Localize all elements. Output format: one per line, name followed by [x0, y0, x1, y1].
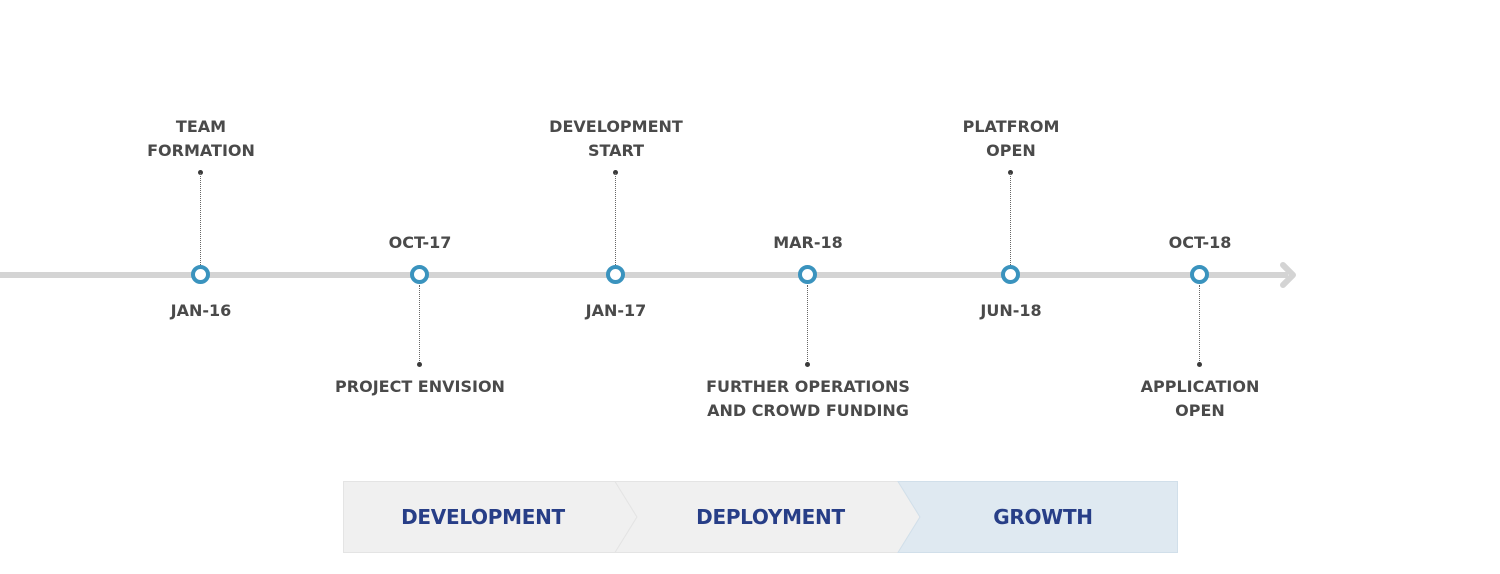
event-label: PROJECT ENVISION — [335, 377, 505, 396]
event-date: MAR-18 — [773, 233, 843, 252]
connector-line — [419, 285, 420, 365]
connector-line — [200, 173, 201, 265]
timeline-node — [1190, 265, 1209, 284]
event-date: OCT-18 — [1168, 233, 1232, 252]
phase-chevron-growth — [897, 481, 1178, 553]
event-label: TEAM FORMATION — [147, 117, 255, 160]
connector-line — [615, 173, 616, 265]
connector-line — [807, 285, 808, 365]
timeline-node — [798, 265, 817, 284]
event-date: JAN-16 — [170, 301, 232, 320]
connector-dot — [613, 170, 618, 175]
timeline-axis — [0, 272, 1288, 278]
event-date: OCT-17 — [388, 233, 452, 252]
connector-line — [1010, 173, 1011, 265]
event-date: JAN-17 — [585, 301, 647, 320]
connector-dot — [1008, 170, 1013, 175]
connector-line — [1199, 285, 1200, 365]
phase-label-growth: GROWTH — [993, 505, 1093, 529]
timeline-node — [191, 265, 210, 284]
phase-label-development: DEVELOPMENT — [401, 505, 565, 529]
connector-dot — [805, 362, 810, 367]
phase-chevrons — [343, 481, 1178, 553]
timeline-node — [410, 265, 429, 284]
event-label: APPLICATION OPEN — [1140, 377, 1260, 420]
connector-dot — [198, 170, 203, 175]
event-date: JUN-18 — [980, 301, 1042, 320]
timeline-node — [1001, 265, 1020, 284]
connector-dot — [1197, 362, 1202, 367]
phase-label-deployment: DEPLOYMENT — [696, 505, 845, 529]
event-label: DEVELOPMENT START — [549, 117, 683, 160]
event-label: FURTHER OPERATIONS AND CROWD FUNDING — [706, 377, 910, 420]
event-label: PLATFROM OPEN — [962, 117, 1060, 160]
timeline-node — [606, 265, 625, 284]
phase-bar: DEVELOPMENT DEPLOYMENT GROWTH — [343, 481, 1178, 553]
arrow-head-icon — [1280, 262, 1296, 288]
connector-dot — [417, 362, 422, 367]
